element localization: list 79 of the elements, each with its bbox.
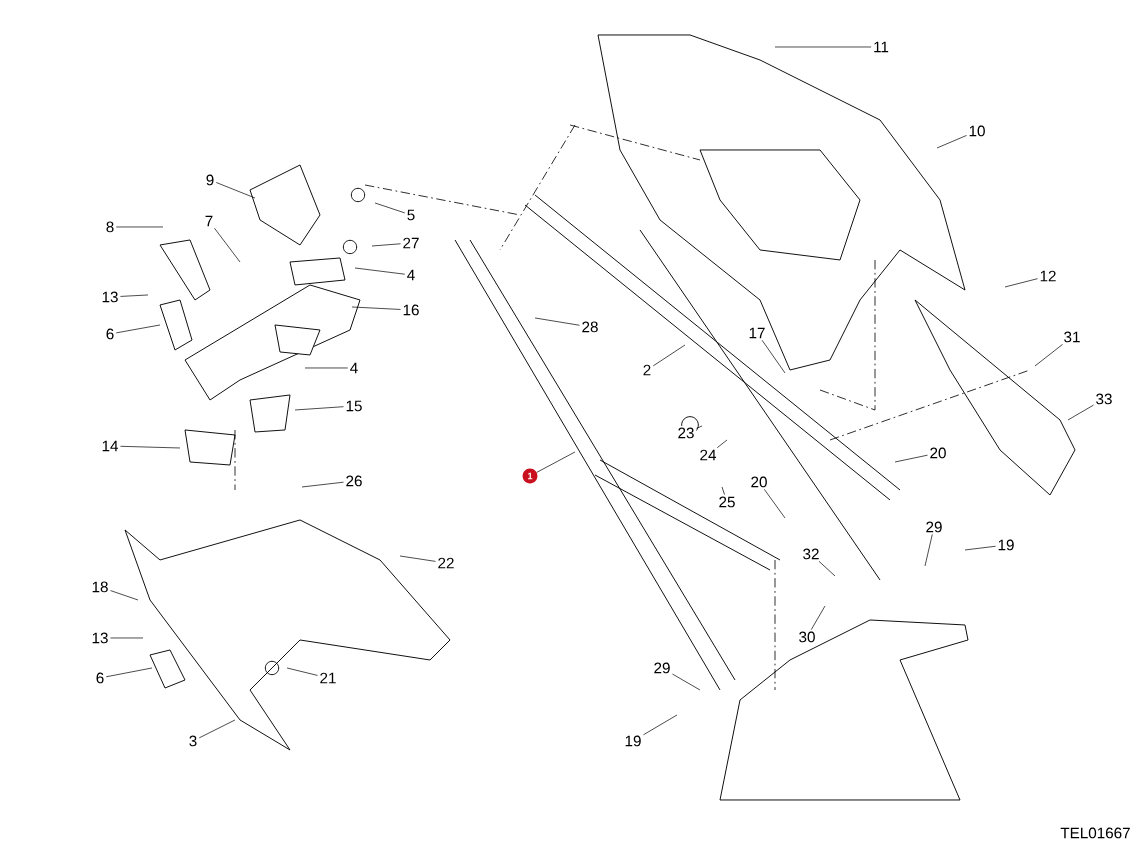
leader-line <box>774 46 872 48</box>
callout-number: 14 <box>99 439 121 453</box>
leader-line <box>304 367 349 369</box>
callout-number: 25 <box>716 494 738 510</box>
leader-line <box>696 425 703 429</box>
leader-line <box>198 719 236 739</box>
callout-number: 21 <box>317 670 339 686</box>
leader-line <box>110 637 144 639</box>
leader-line <box>643 714 678 736</box>
leader-line <box>301 481 344 488</box>
callout-number: 11 <box>871 40 891 54</box>
callout-number: 30 <box>796 629 818 645</box>
callout-number: 4 <box>348 361 360 375</box>
callout-number: 28 <box>579 319 601 335</box>
leader-line <box>115 226 164 228</box>
callout-number: 15 <box>343 398 365 414</box>
leader-line <box>761 339 786 374</box>
leader-line <box>399 555 436 562</box>
callout-number: 20 <box>748 474 770 490</box>
leader-line <box>105 667 153 678</box>
leader-line <box>371 243 401 247</box>
leader-line <box>120 445 181 449</box>
leader-line <box>294 406 344 411</box>
leader-line <box>351 306 401 310</box>
leader-line <box>964 545 996 551</box>
leader-line <box>1004 278 1038 288</box>
callout-number: 32 <box>800 546 822 562</box>
callout-number: 10 <box>966 123 988 139</box>
callout-number: 29 <box>651 660 673 676</box>
leader-line <box>115 324 161 334</box>
callout-number: 20 <box>927 445 949 461</box>
callout-number: 12 <box>1037 268 1059 284</box>
callout-badge: 1 <box>522 468 538 484</box>
leader-line <box>818 561 836 577</box>
callout-number: 23 <box>675 425 697 441</box>
leader-line <box>924 534 933 567</box>
callout-number: 16 <box>400 302 422 318</box>
callout-number: 19 <box>622 733 644 749</box>
leader-line <box>672 673 701 691</box>
callout-number: 9 <box>204 172 216 188</box>
leader-line <box>652 344 686 367</box>
leader-line <box>110 590 139 601</box>
callout-number: 13 <box>89 630 111 646</box>
leader-line <box>894 454 928 463</box>
callout-number: 24 <box>697 447 719 463</box>
callout-number: 2 <box>641 362 653 378</box>
leader-line <box>214 227 241 263</box>
callout-number: 8 <box>104 219 116 235</box>
callout-number: 3 <box>187 733 199 749</box>
leader-line <box>716 439 728 449</box>
leader-line <box>1034 344 1063 367</box>
leader-line <box>354 267 406 275</box>
callout-number: 31 <box>1061 329 1083 345</box>
drawing-number: TEL01667 <box>1060 827 1130 839</box>
leader-line <box>936 135 967 149</box>
callout-number: 33 <box>1093 391 1115 407</box>
leader-line <box>534 317 580 326</box>
leader-line <box>536 451 576 473</box>
callout-number: 6 <box>104 326 116 342</box>
leader-line <box>721 486 725 495</box>
leader-line <box>1067 404 1094 421</box>
callout-number: 17 <box>746 326 768 340</box>
callout-number: 26 <box>343 473 365 489</box>
callout-number: 4 <box>405 268 417 282</box>
callout-number: 5 <box>405 207 417 223</box>
callout-number: 13 <box>99 289 121 305</box>
callout-number: 19 <box>995 537 1017 553</box>
callout-number: 29 <box>923 519 945 535</box>
callout-number: 18 <box>89 579 111 595</box>
leader-line <box>120 294 149 297</box>
leader-line <box>764 489 786 519</box>
leader-line <box>286 667 318 676</box>
callout-number: 22 <box>435 555 457 571</box>
leader-line <box>810 605 826 630</box>
callout-number: 27 <box>400 235 422 251</box>
leader-line <box>374 202 406 214</box>
callout-number: 6 <box>94 670 106 686</box>
callout-number: 7 <box>203 214 215 228</box>
leader-line <box>215 182 256 199</box>
